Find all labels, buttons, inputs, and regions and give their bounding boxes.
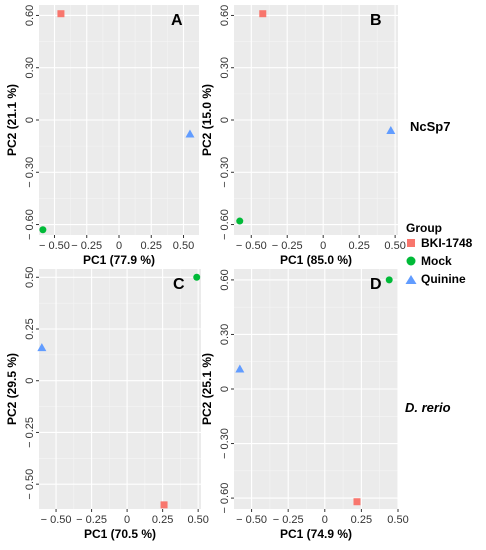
- x-tick-label: − 0.25: [76, 514, 107, 526]
- legend-title: Group: [406, 221, 442, 235]
- legend-marker-mock: [406, 256, 416, 266]
- data-point-mock: [236, 217, 244, 225]
- scatter-panel-a: − 0.50− 0.25 0 0.25 0.50 − 0.60 − 0.30 0 0.30 0.…: [5, 5, 199, 267]
- y-axis-title: PC2 (29.5 %): [5, 353, 19, 425]
- y-tick-label: − 0.30: [219, 428, 231, 459]
- x-tick-label: − 0.25: [272, 240, 303, 252]
- y-axis-title: PC2 (25.1 %): [200, 353, 214, 425]
- legend-label-quinine: Quinine: [421, 272, 466, 286]
- y-tick-label: 0.30: [219, 324, 231, 345]
- scatter-panel-b: − 0.50 − 0.25 0 0.25 0.50 − 0.60 − 0.30 0 0.30 0.…: [200, 5, 406, 267]
- y-tick-label: 0: [24, 378, 36, 384]
- data-point-mock: [193, 273, 201, 281]
- x-tick-label: − 0.25: [273, 514, 304, 526]
- y-tick-label: 0: [219, 117, 231, 123]
- y-axis-title: PC2 (21.1 %): [5, 84, 19, 156]
- x-tick-label: − 0.50: [236, 514, 267, 526]
- y-axis-title: PC2 (15.0 %): [200, 84, 214, 156]
- x-tick-label: 0.25: [351, 514, 372, 526]
- x-tick-label: 0: [116, 240, 122, 252]
- x-axis-title: PC1 (85.0 %): [280, 253, 352, 267]
- scatter-panel-d: − 0.50 − 0.25 0 0.25 0.50 − 0.60 − 0.30 0 0.30 0.…: [200, 269, 409, 541]
- data-point-bki-1748: [57, 10, 65, 18]
- x-tick-label: 0.25: [141, 240, 162, 252]
- x-tick-label: 0: [320, 240, 326, 252]
- y-tick-label: 0.25: [24, 318, 36, 339]
- x-tick-label: 0.25: [348, 240, 369, 252]
- row-label-ncsp7: NcSp7: [410, 119, 450, 134]
- x-axis-title: PC1 (74.9 %): [280, 527, 352, 541]
- data-point-bki-1748: [160, 501, 168, 509]
- plot-background: [39, 269, 201, 509]
- y-tick-label: 0.60: [219, 269, 231, 290]
- y-tick-label: 0.60: [24, 5, 36, 26]
- y-tick-label: − 0.60: [219, 483, 231, 514]
- panel-letter: B: [370, 12, 382, 29]
- y-tick-label: − 0.30: [219, 157, 231, 188]
- x-tick-label: 0.50: [173, 240, 194, 252]
- y-tick-label: 0: [24, 117, 36, 123]
- data-point-quinine: [37, 343, 47, 352]
- panel-letter: D: [370, 276, 382, 293]
- legend-marker-bki-1748: [407, 239, 415, 247]
- legend: Group BKI-1748 Mock Quinine: [405, 221, 473, 286]
- x-axis-title: PC1 (77.9 %): [83, 253, 155, 267]
- panel-letter: C: [173, 276, 185, 293]
- x-tick-label: − 0.50: [236, 240, 267, 252]
- x-tick-label: − 0.25: [71, 240, 102, 252]
- row-label-d-rerio: D. rerio: [405, 400, 451, 415]
- y-tick-label: − 0.60: [219, 209, 231, 240]
- legend-label-bki-1748: BKI-1748: [421, 236, 473, 250]
- x-tick-label: − 0.50: [41, 514, 72, 526]
- panel-letter: A: [171, 12, 183, 29]
- legend-marker-quinine: [405, 275, 417, 284]
- x-axis-title: PC1 (70.5 %): [84, 527, 156, 541]
- data-point-bki-1748: [353, 498, 361, 506]
- data-point-mock: [39, 226, 47, 234]
- legend-label-mock: Mock: [421, 254, 452, 268]
- x-tick-label: − 0.50: [39, 240, 70, 252]
- x-tick-label: 0.50: [384, 240, 405, 252]
- y-tick-label: − 0.25: [24, 417, 36, 448]
- data-point-quinine: [185, 129, 195, 138]
- x-tick-label: 0: [124, 514, 130, 526]
- y-tick-label: − 0.60: [24, 209, 36, 240]
- y-tick-label: − 0.30: [24, 157, 36, 188]
- x-tick-label: 0.50: [387, 514, 408, 526]
- x-tick-label: 0.25: [152, 514, 173, 526]
- x-tick-label: 0: [322, 514, 328, 526]
- data-point-quinine: [235, 364, 245, 373]
- y-tick-label: − 0.50: [24, 469, 36, 500]
- data-point-quinine: [386, 125, 396, 134]
- y-tick-label: 0: [219, 386, 231, 392]
- y-tick-label: 0.30: [24, 57, 36, 78]
- y-tick-label: 0.30: [219, 57, 231, 78]
- x-tick-label: 0.50: [187, 514, 208, 526]
- data-point-mock: [385, 276, 393, 284]
- y-tick-label: 0.60: [219, 5, 231, 26]
- y-tick-label: 0.50: [24, 267, 36, 288]
- data-point-bki-1748: [259, 10, 267, 18]
- scatter-panel-c: − 0.50 − 0.25 0 0.25 0.50 − 0.50 − 0.25 0 0.25 0.…: [5, 267, 209, 541]
